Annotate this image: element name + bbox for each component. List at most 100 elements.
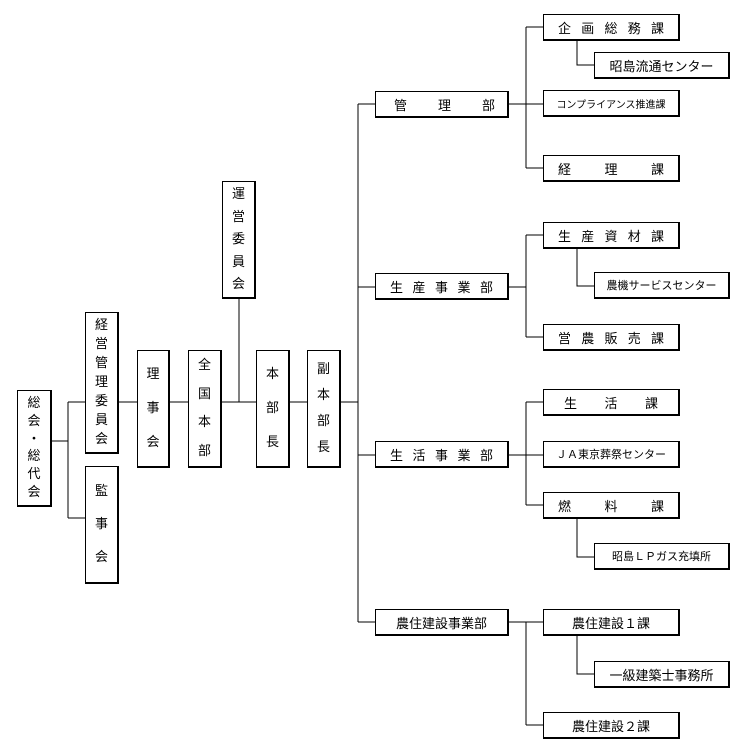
node-dept-living: 生活事業部 xyxy=(375,441,509,468)
node-center-ja-funeral: ＪＡ東京葬祭センター xyxy=(543,441,680,468)
node-char: 料 xyxy=(604,499,618,515)
connector-deputy-trunk xyxy=(341,104,359,622)
node-center-lp-gas: 昭島ＬＰガス充填所 xyxy=(594,543,730,570)
node-char: 全 xyxy=(197,358,211,373)
node-char: 理 xyxy=(437,98,451,114)
node-char: 運 xyxy=(231,187,245,202)
node-sec-compliance: コンプライアンス推進課 xyxy=(543,90,680,117)
node-char: 課 xyxy=(650,21,664,37)
node-char: 事 xyxy=(434,448,448,464)
node-char: 委 xyxy=(231,232,245,247)
node-char: 会 xyxy=(27,484,41,500)
node-char: 部 xyxy=(481,98,495,114)
node-center-akishima-distribution: 昭島流通センター xyxy=(594,52,730,79)
node-char: 理 xyxy=(94,375,108,390)
connector-assembly-branch xyxy=(52,401,85,519)
node-char: 国 xyxy=(197,386,211,402)
node-char: 産 xyxy=(412,280,426,296)
node-char: 会 xyxy=(27,413,41,429)
node-sec-accounting: 経理課 xyxy=(543,155,680,182)
node-char: 務 xyxy=(627,21,641,37)
connector-trunk-depts xyxy=(358,103,375,623)
node-auditors: 監事会 xyxy=(85,466,119,584)
node-char: 副 xyxy=(316,362,330,378)
node-char: 委 xyxy=(94,394,108,409)
connector-admin-branch xyxy=(509,26,543,169)
node-center-farm-machinery: 農機サービスセンター xyxy=(594,272,730,299)
node-sec-planning: 企画総務課 xyxy=(543,14,680,41)
node-sec-living: 生活課 xyxy=(543,389,680,416)
node-sec-fuel: 燃料課 xyxy=(543,492,680,519)
node-char: 課 xyxy=(650,162,664,178)
node-char: 課 xyxy=(650,331,664,347)
connector-materials-center xyxy=(576,247,594,287)
node-char: 課 xyxy=(650,229,664,245)
node-sec-construction-1: 農住建設１課 xyxy=(543,609,680,636)
node-char: 長 xyxy=(265,435,279,451)
node-char: 管 xyxy=(394,98,408,114)
node-char: 部 xyxy=(479,280,493,296)
connector-fuel-center xyxy=(576,517,594,558)
node-char: 活 xyxy=(412,448,426,464)
node-sec-agri-sales: 営農販売課 xyxy=(543,324,680,351)
node-char: 事 xyxy=(434,280,448,296)
node-char: 理 xyxy=(146,366,160,382)
node-char: 長 xyxy=(316,439,330,455)
node-char: 営 xyxy=(231,209,245,225)
node-char: 理 xyxy=(604,162,618,178)
node-char: 活 xyxy=(604,396,618,412)
node-char: 生 xyxy=(564,396,578,412)
node-char: 本 xyxy=(265,366,279,382)
node-deputy-hq-director: 副本部長 xyxy=(307,350,341,468)
connector-national-director xyxy=(222,299,256,403)
node-char: 本 xyxy=(197,415,211,431)
node-char: 会 xyxy=(231,277,245,292)
node-sec-production-materials: 生産資材課 xyxy=(543,222,680,249)
node-sec-construction-2: 農住建設２課 xyxy=(543,712,680,739)
node-char: 会 xyxy=(94,432,108,447)
node-char: 総 xyxy=(604,21,618,37)
node-char: 会 xyxy=(146,435,160,451)
node-char: 販 xyxy=(604,331,618,347)
node-char: 員 xyxy=(94,413,108,428)
node-char: 部 xyxy=(479,448,493,464)
node-char: 監 xyxy=(94,484,108,499)
node-operating-committee: 運営委員会 xyxy=(222,181,256,299)
node-char: 部 xyxy=(265,400,279,416)
node-national-hq: 全国本部 xyxy=(188,350,222,468)
node-char: 業 xyxy=(457,448,471,464)
connector-planning-center xyxy=(576,39,594,66)
node-char: 総 xyxy=(27,449,41,465)
node-char: 企 xyxy=(558,21,572,37)
connector-construction1-office xyxy=(576,636,594,675)
connector-construction-branch xyxy=(509,621,543,726)
node-char: 経 xyxy=(558,162,572,178)
node-dept-construction: 農住建設事業部 xyxy=(375,609,509,636)
node-char: ・ xyxy=(27,431,41,447)
node-hq-director: 本部長 xyxy=(256,350,290,468)
node-office-architect: 一級建築士事務所 xyxy=(594,661,730,688)
node-char: 燃 xyxy=(558,499,572,515)
node-char: 材 xyxy=(627,229,641,245)
node-general-assembly: 総会・総代会 xyxy=(17,390,52,507)
node-char: 代 xyxy=(27,466,41,482)
node-char: 事 xyxy=(94,517,108,532)
node-char: 産 xyxy=(581,229,595,245)
node-char: 画 xyxy=(581,21,595,37)
node-char: 課 xyxy=(650,499,664,515)
node-char: 部 xyxy=(316,413,330,429)
node-dept-production: 生産事業部 xyxy=(375,273,509,300)
node-char: 課 xyxy=(644,396,658,412)
node-char: 事 xyxy=(146,400,160,416)
node-char: 員 xyxy=(231,254,245,270)
node-char: 本 xyxy=(316,388,330,404)
connector-production-branch xyxy=(509,234,543,338)
node-char: 生 xyxy=(558,229,572,245)
node-char: 資 xyxy=(604,229,618,245)
node-char: 営 xyxy=(558,331,572,347)
node-char: 業 xyxy=(457,280,471,296)
node-char: 部 xyxy=(197,443,211,459)
node-char: 売 xyxy=(627,331,641,347)
